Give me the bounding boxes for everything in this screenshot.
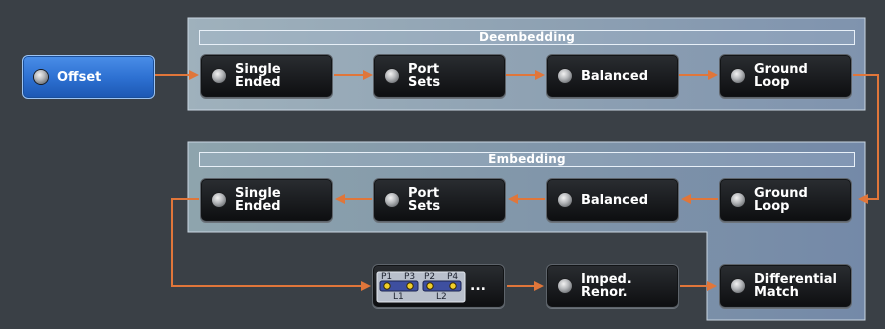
deembedding-ground-loop-button[interactable]: Ground Loop [719, 54, 852, 98]
led-indicator-icon [731, 279, 745, 293]
deembedding-header: Deembedding [199, 30, 855, 45]
arrow-em-single-to-ports [171, 198, 371, 291]
port-p3-label: P3 [404, 272, 416, 282]
port-p2-label: P2 [424, 272, 436, 282]
ground-loop-label: Ground Loop [754, 186, 808, 214]
ground-loop-label: Ground Loop [754, 62, 808, 90]
deembedding-balanced-button[interactable]: Balanced [546, 54, 679, 98]
embedding-panel [187, 141, 866, 321]
embedding-ground-loop-button[interactable]: Ground Loop [719, 178, 852, 222]
led-indicator-icon [34, 70, 48, 84]
led-indicator-icon [385, 69, 399, 83]
led-indicator-icon [558, 193, 572, 207]
port-pair-graphic-icon [376, 271, 466, 303]
line-l2-label: L2 [436, 292, 447, 302]
balanced-label: Balanced [581, 68, 648, 84]
led-indicator-icon [385, 193, 399, 207]
deembedding-port-sets-button[interactable]: Port Sets [373, 54, 506, 98]
imped-renor-label: Imped. Renor. [581, 272, 632, 300]
port-sets-label: Port Sets [408, 186, 441, 214]
port-p4-label: P4 [447, 272, 459, 282]
port-configuration-button[interactable]: P1 P3 P2 P4 L1 L2 ... [372, 264, 505, 308]
port-p1-label: P1 [381, 272, 393, 282]
single-ended-label: Single Ended [235, 62, 281, 90]
led-indicator-icon [212, 193, 226, 207]
embedding-single-ended-button[interactable]: Single Ended [200, 178, 333, 222]
offset-button[interactable]: Offset [22, 55, 155, 99]
more-ports-ellipsis: ... [470, 278, 486, 294]
imped-renor-button[interactable]: Imped. Renor. [546, 264, 679, 308]
differential-match-label: Differential Match [754, 272, 837, 300]
arrow-de-ground-to-em-ground [853, 74, 879, 204]
embedding-port-sets-button[interactable]: Port Sets [373, 178, 506, 222]
differential-match-button[interactable]: Differential Match [719, 264, 852, 308]
port-diagram-icon: P1 P3 P2 P4 L1 L2 [376, 271, 466, 303]
port-sets-label: Port Sets [408, 62, 441, 90]
led-indicator-icon [558, 69, 572, 83]
embedding-balanced-button[interactable]: Balanced [546, 178, 679, 222]
embedding-header: Embedding [199, 152, 855, 167]
line-l1-label: L1 [393, 292, 404, 302]
deembedding-single-ended-button[interactable]: Single Ended [200, 54, 333, 98]
single-ended-label: Single Ended [235, 186, 281, 214]
led-indicator-icon [731, 69, 745, 83]
offset-label: Offset [57, 69, 102, 85]
led-indicator-icon [731, 193, 745, 207]
led-indicator-icon [212, 69, 226, 83]
led-indicator-icon [558, 279, 572, 293]
balanced-label: Balanced [581, 192, 648, 208]
